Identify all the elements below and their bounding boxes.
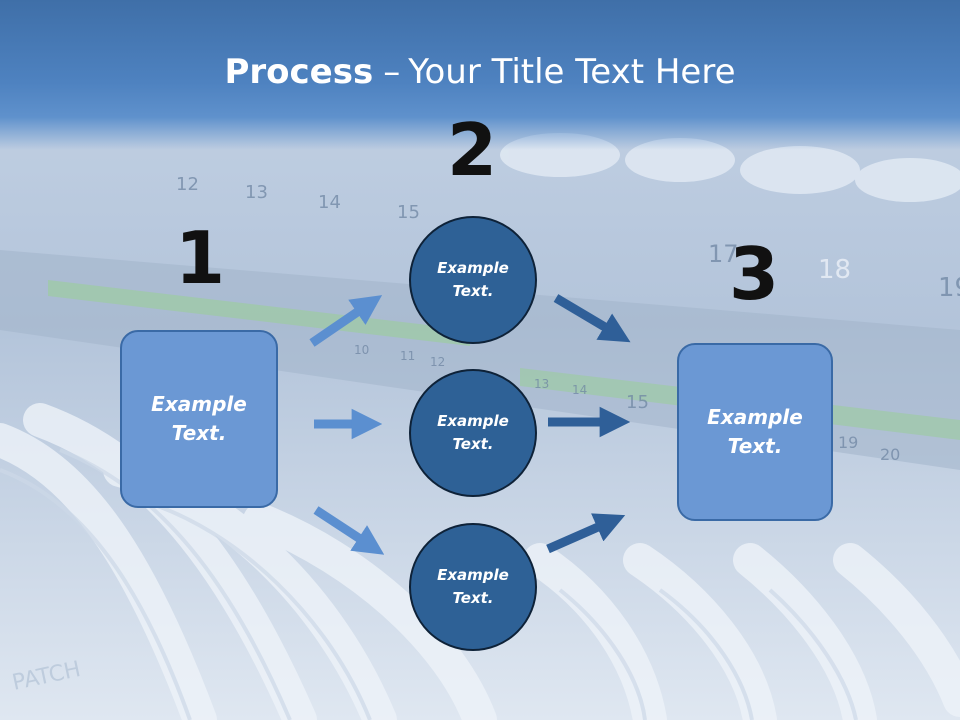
arrow-from-top-circle — [553, 294, 631, 343]
step-2-circle-top: Example Text. — [409, 216, 537, 344]
arrow-to-bottom-circle — [313, 506, 385, 555]
port-number-label: 17 — [708, 240, 739, 268]
step-2-circle-bottom: Example Text. — [409, 523, 537, 651]
title-band — [0, 0, 960, 150]
port-number-label: 13 — [245, 182, 268, 203]
port-number-label: 12 — [430, 355, 445, 369]
port-number-label: 19 — [938, 273, 960, 303]
title-text: Your Title Text Here — [408, 52, 736, 92]
circle-bottom-text: Example Text. — [437, 566, 509, 607]
arrow-from-bottom-circle — [546, 513, 626, 554]
title-separator: – — [383, 52, 401, 92]
circle-middle-text: Example Text. — [437, 412, 509, 453]
title-bold-word: Process — [224, 52, 374, 92]
port-number-label: 11 — [400, 349, 415, 363]
step-2-circle-middle: Example Text. — [409, 369, 537, 497]
port-number-label: 15 — [397, 202, 420, 223]
port-number-label: 18 — [818, 255, 851, 285]
port-number-label: 19 — [838, 433, 858, 452]
step-3-box-text: Example Text. — [707, 405, 803, 458]
step-number-2: 2 — [446, 108, 498, 192]
port-number-label: 14 — [318, 192, 341, 213]
step-number-3: 3 — [728, 232, 780, 316]
port-number-label: 12 — [176, 174, 199, 195]
port-number-label: 13 — [534, 377, 549, 391]
circle-top-text: Example Text. — [437, 259, 509, 300]
port-number-label: 20 — [880, 445, 900, 464]
port-number-label: 15 — [626, 392, 649, 413]
arrow-to-top-circle — [309, 295, 383, 347]
port-number-label: 10 — [354, 343, 369, 357]
step-1-box-text: Example Text. — [151, 392, 247, 445]
port-number-label: 14 — [572, 383, 587, 397]
step-3-box: Example Text. — [677, 343, 833, 521]
slide-title: Process–Your Title Text Here — [0, 52, 960, 92]
step-1-box: Example Text. — [120, 330, 278, 508]
step-number-1: 1 — [174, 216, 226, 300]
